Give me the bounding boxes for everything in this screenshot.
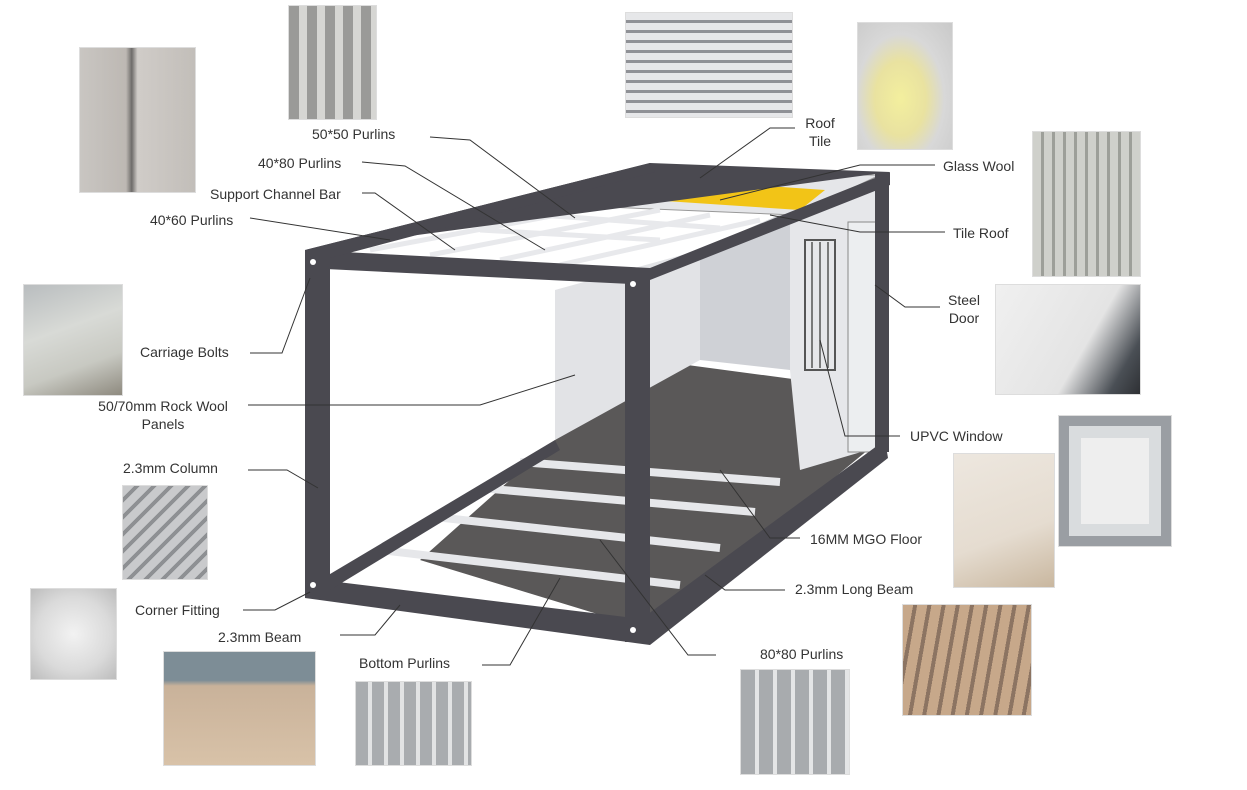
photo-roof-tile xyxy=(625,12,793,118)
leader-lines xyxy=(243,127,945,666)
photo-tile-roof xyxy=(1032,131,1141,277)
label-bottom-purlins: Bottom Purlins xyxy=(359,655,451,671)
leader-steel-door xyxy=(874,284,940,308)
label-50x50-purlins: 50*50 Purlins xyxy=(312,126,396,142)
leader-beam xyxy=(340,604,401,636)
label-beam: 2.3mm Beam xyxy=(218,629,302,645)
steel-door xyxy=(847,221,879,453)
photo-bottom-purlins xyxy=(355,681,472,766)
photo-carriage-bolts xyxy=(23,284,123,396)
leader-upvc-window xyxy=(819,339,900,437)
corner-fittings xyxy=(310,259,636,633)
leader-carriage-bolts xyxy=(250,277,311,354)
leader-40x60-purlins xyxy=(249,217,391,241)
leader-long-beam xyxy=(704,574,785,591)
photo-corner-fitting xyxy=(30,588,117,680)
steel-frame xyxy=(305,163,890,645)
front-left-column xyxy=(305,252,330,597)
photo-upvc-window xyxy=(1058,415,1172,547)
label-roof-tile-line1: Roof xyxy=(805,115,835,131)
photo-long-beam xyxy=(902,604,1032,716)
label-carriage-bolts: Carriage Bolts xyxy=(140,344,229,360)
back-right-column xyxy=(875,172,889,452)
leader-80x80-purlins xyxy=(599,539,716,656)
window-bars xyxy=(811,242,829,368)
photo-80x80-purlins xyxy=(740,669,850,775)
photo-50x50-purlins xyxy=(288,5,377,120)
label-rock-wool-line1: 50/70mm Rock Wool xyxy=(98,398,228,414)
photo-support-channel-bar xyxy=(79,47,196,193)
label-mgo-floor: 16MM MGO Floor xyxy=(810,531,923,547)
label-glass-wool: Glass Wool xyxy=(943,158,1015,174)
label-upvc-window: UPVC Window xyxy=(910,428,1003,444)
front-right-column xyxy=(625,270,650,642)
label-corner-fitting: Corner Fitting xyxy=(135,602,220,618)
leader-mgo-floor xyxy=(719,469,800,539)
leader-50x50-purlins xyxy=(429,136,576,219)
label-roof-tile-line2: Tile xyxy=(808,133,832,149)
top-purlins xyxy=(369,202,761,268)
label-40x80-purlins: 40*80 Purlins xyxy=(258,155,342,171)
top-back-beam xyxy=(305,163,655,262)
label-tile-roof: Tile Roof xyxy=(953,225,1009,241)
photo-steel-door xyxy=(995,284,1141,395)
leader-bottom-purlins xyxy=(482,577,561,666)
leader-roof-tile xyxy=(699,127,795,179)
leader-glass-wool xyxy=(719,164,935,201)
leader-rock-wool xyxy=(248,374,576,406)
label-80x80-purlins: 80*80 Purlins xyxy=(760,646,844,662)
label-steel-door-line2: Door xyxy=(948,310,980,326)
leader-tile-roof xyxy=(769,214,945,233)
photo-beam xyxy=(163,651,316,766)
bottom-front-beam xyxy=(305,578,650,645)
label-40x60-purlins: 40*60 Purlins xyxy=(150,212,234,228)
photo-column xyxy=(122,485,208,580)
label-long-beam: 2.3mm Long Beam xyxy=(795,581,914,597)
leader-column xyxy=(248,469,319,489)
top-front-beam xyxy=(305,250,650,285)
photo-mgo-floor xyxy=(953,453,1055,588)
bottom-back-beam xyxy=(320,440,560,590)
leader-support-channel-bar xyxy=(362,192,456,251)
leader-40x80-purlins xyxy=(361,161,546,251)
label-steel-door-line1: Steel xyxy=(948,292,980,308)
label-rock-wool-line2: Panels xyxy=(141,416,185,432)
leader-corner-fitting xyxy=(243,591,311,611)
label-column: 2.3mm Column xyxy=(123,460,218,476)
photo-glass-wool xyxy=(857,22,953,150)
bottom-long-beam xyxy=(640,440,888,645)
upvc-window xyxy=(804,239,836,371)
label-support-channel-bar: Support Channel Bar xyxy=(210,186,341,202)
